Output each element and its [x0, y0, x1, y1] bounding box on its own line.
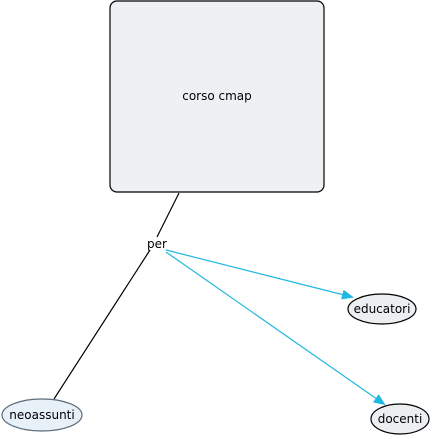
concept-node-neoassunti-shape[interactable]	[1, 398, 83, 432]
arrow-per-to-docenti[interactable]	[165, 251, 386, 406]
linking-phrase-per[interactable]: per	[147, 237, 167, 251]
connector-per-to-neoassunti[interactable]	[53, 249, 151, 400]
concept-node-educatori-shape[interactable]	[347, 293, 417, 325]
concept-node-neoassunti-label: neoassunti	[9, 408, 74, 422]
concept-node-neoassunti[interactable]: neoassunti	[1, 398, 83, 432]
concept-node-docenti-shape[interactable]	[370, 403, 430, 435]
concept-node-corso-cmap-label: corso cmap	[182, 89, 252, 103]
concept-node-educatori-label: educatori	[354, 302, 411, 316]
connector-root-to-per[interactable]	[156, 192, 180, 238]
concept-node-corso-cmap[interactable]: corso cmap	[109, 0, 325, 193]
concept-node-docenti-label: docenti	[378, 412, 423, 426]
concept-node-docenti[interactable]: docenti	[370, 403, 430, 435]
concept-node-corso-cmap-box[interactable]	[109, 0, 325, 193]
concept-node-educatori[interactable]: educatori	[347, 293, 417, 325]
arrow-per-to-educatori[interactable]	[165, 249, 354, 300]
